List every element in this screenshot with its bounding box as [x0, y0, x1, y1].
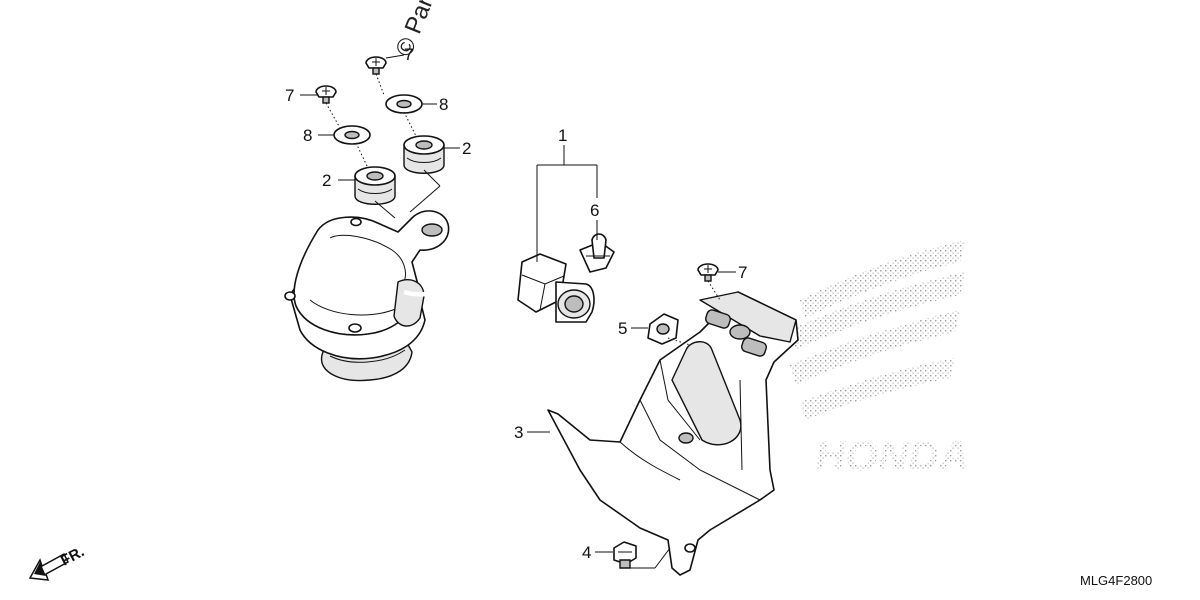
callout-sensor-assembly: 1	[558, 126, 567, 145]
connector	[517, 253, 595, 323]
screw-top	[365, 56, 387, 75]
bolt	[613, 541, 637, 569]
nut	[647, 313, 679, 345]
callout-washer-right: 8	[439, 95, 448, 114]
front-direction-arrow: FR.	[28, 543, 87, 581]
washer-left	[333, 125, 371, 145]
callout-screw-top: 7	[404, 45, 413, 64]
cover	[547, 291, 799, 576]
diagram-code: MLG4F2800	[1080, 573, 1152, 588]
callout-cover: 3	[514, 423, 523, 442]
callouts: 7 7 8 8 2 2 1 6 7 5 3 4	[285, 45, 747, 562]
grommet-left	[354, 166, 396, 205]
washer-right	[385, 94, 423, 114]
wire-harness	[403, 263, 531, 297]
brand-wordmark: HONDA	[815, 432, 969, 479]
callout-bolt: 4	[582, 543, 591, 562]
screw-left	[315, 85, 337, 104]
brand-wing-logo: HONDA	[790, 240, 969, 479]
callout-grommet-right: 2	[462, 139, 471, 158]
svg-text:HONDA: HONDA	[815, 432, 969, 479]
callout-washer-left: 8	[303, 126, 312, 145]
grommet-right	[403, 135, 445, 174]
callout-nut: 5	[618, 319, 627, 338]
sensor-body	[284, 210, 450, 382]
callout-grommet-left: 2	[322, 171, 331, 190]
leader-lines	[300, 54, 736, 569]
callout-screw-left: 7	[285, 86, 294, 105]
screw-cover	[697, 263, 719, 282]
watermark: © Parts	[391, 0, 446, 60]
clip	[579, 233, 615, 273]
callout-clip: 6	[590, 201, 599, 220]
svg-text:© Parts: © Parts	[391, 0, 446, 60]
callout-screw-cover: 7	[738, 263, 747, 282]
